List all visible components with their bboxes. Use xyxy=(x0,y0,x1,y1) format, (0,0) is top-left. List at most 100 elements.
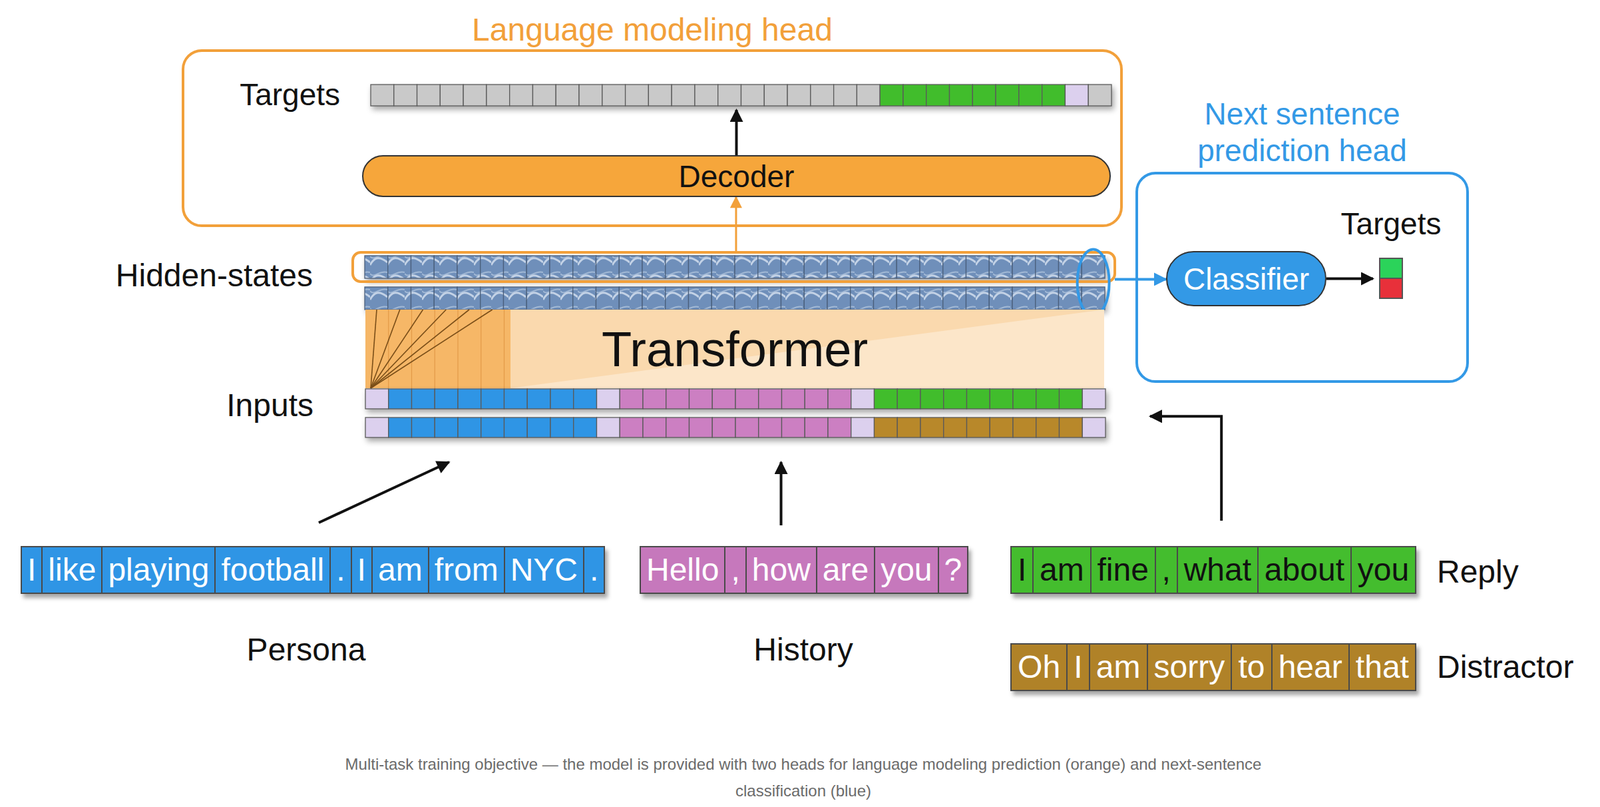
target-cell xyxy=(1064,84,1089,106)
input-cell-row xyxy=(365,388,1106,409)
hidden-cell xyxy=(803,255,828,279)
classifier-pill: Classifier xyxy=(1166,250,1327,307)
heading-text: Targets xyxy=(1341,206,1442,241)
token-strip: OhIamsorrytohearthat xyxy=(1010,642,1417,691)
true-swatch xyxy=(1379,258,1403,279)
attention-line xyxy=(370,309,493,389)
hidden-cell xyxy=(364,286,389,310)
input-cell xyxy=(666,417,690,438)
hidden-cell xyxy=(1035,255,1059,279)
hidden-cell xyxy=(989,255,1013,279)
input-cell xyxy=(735,388,759,409)
hidden-cell xyxy=(734,286,759,310)
input-cell xyxy=(434,388,458,409)
token-text: football xyxy=(215,547,331,593)
token-text: what xyxy=(1178,547,1259,593)
input-cell xyxy=(874,417,898,438)
token-text: , xyxy=(725,547,747,593)
hidden-cell xyxy=(1012,255,1036,279)
token-text: that xyxy=(1349,644,1415,690)
arrow-connector xyxy=(1114,277,1167,281)
hidden-cell xyxy=(480,286,504,310)
attention-line xyxy=(370,309,470,389)
input-cell xyxy=(527,388,551,409)
hidden-cell xyxy=(688,286,713,310)
heading-text: Next sentence prediction head xyxy=(1197,96,1407,168)
token-text: to xyxy=(1231,644,1272,690)
hidden-cell xyxy=(896,286,920,310)
target-cell xyxy=(764,84,788,106)
hidden-cell xyxy=(411,255,435,279)
hidden-cell xyxy=(503,255,528,279)
hidden-cell xyxy=(781,255,805,279)
input-cell xyxy=(897,388,921,409)
input-cell xyxy=(388,417,412,438)
transformer-block: Transformer xyxy=(365,309,1105,389)
hidden-cell xyxy=(873,255,898,279)
causal-mask-area xyxy=(510,309,1105,389)
hidden-cell xyxy=(1035,286,1059,310)
arrow-connector xyxy=(1150,415,1222,521)
input-cell xyxy=(782,417,806,438)
token-text: fine xyxy=(1091,547,1157,593)
input-cell xyxy=(851,388,875,409)
token-text: hear xyxy=(1272,644,1350,690)
hidden-state-cells xyxy=(352,252,1115,315)
input-cell-row xyxy=(365,417,1106,438)
input-cell xyxy=(920,388,944,409)
part-label: History xyxy=(753,630,853,668)
hidden-cell xyxy=(781,286,805,310)
token-text: am xyxy=(1090,644,1149,690)
part-label: Distractor xyxy=(1436,648,1574,685)
input-cell xyxy=(1059,417,1083,438)
heading-text: Inputs xyxy=(226,387,314,423)
input-cell xyxy=(504,388,528,409)
token-text: like xyxy=(42,547,103,593)
target-cell xyxy=(995,84,1019,106)
token-strip: Iamfine,whataboutyou xyxy=(1010,545,1417,594)
false-swatch xyxy=(1379,278,1403,299)
target-cell xyxy=(555,84,580,106)
input-cell xyxy=(365,417,389,438)
hidden-cell xyxy=(433,255,458,279)
head-frame: TargetsDecoderLanguage modeling head xyxy=(181,49,1123,227)
hidden-cell xyxy=(989,286,1013,310)
token-text: how xyxy=(746,547,818,593)
target-cell xyxy=(1042,84,1066,106)
input-cell xyxy=(1059,388,1083,409)
target-cell xyxy=(394,84,418,106)
target-cell xyxy=(625,84,649,106)
target-cell xyxy=(718,84,742,106)
hidden-cell xyxy=(966,286,990,310)
hidden-cell xyxy=(711,255,735,279)
input-cell xyxy=(712,388,736,409)
hidden-cell xyxy=(711,286,735,310)
input-cell xyxy=(1036,417,1060,438)
input-cell xyxy=(388,388,412,409)
input-cell xyxy=(827,388,852,409)
target-swatch: Targets xyxy=(1379,258,1403,299)
target-cell xyxy=(671,84,695,106)
hidden-cell xyxy=(549,255,574,279)
target-cell xyxy=(833,84,858,106)
token-text: ? xyxy=(939,547,968,593)
token-text: am xyxy=(1033,547,1091,593)
input-cell xyxy=(666,388,690,409)
token-text: NYC xyxy=(505,547,585,593)
input-cell xyxy=(481,388,505,409)
hidden-cell xyxy=(457,286,481,310)
input-cell xyxy=(411,417,436,438)
hidden-cell xyxy=(388,255,412,279)
heading-holder: Targets xyxy=(1341,205,1442,243)
target-cell xyxy=(810,84,834,106)
input-cell xyxy=(481,417,505,438)
target-cell xyxy=(949,84,974,106)
decoder-pill: Decoder xyxy=(362,155,1111,198)
hidden-cell xyxy=(966,255,990,279)
input-cell xyxy=(365,388,389,409)
input-cell xyxy=(1082,388,1106,409)
heading-holder: Inputs xyxy=(226,386,314,425)
hidden-cell xyxy=(411,286,435,310)
token-text: about xyxy=(1258,547,1352,593)
input-cell xyxy=(874,388,898,409)
